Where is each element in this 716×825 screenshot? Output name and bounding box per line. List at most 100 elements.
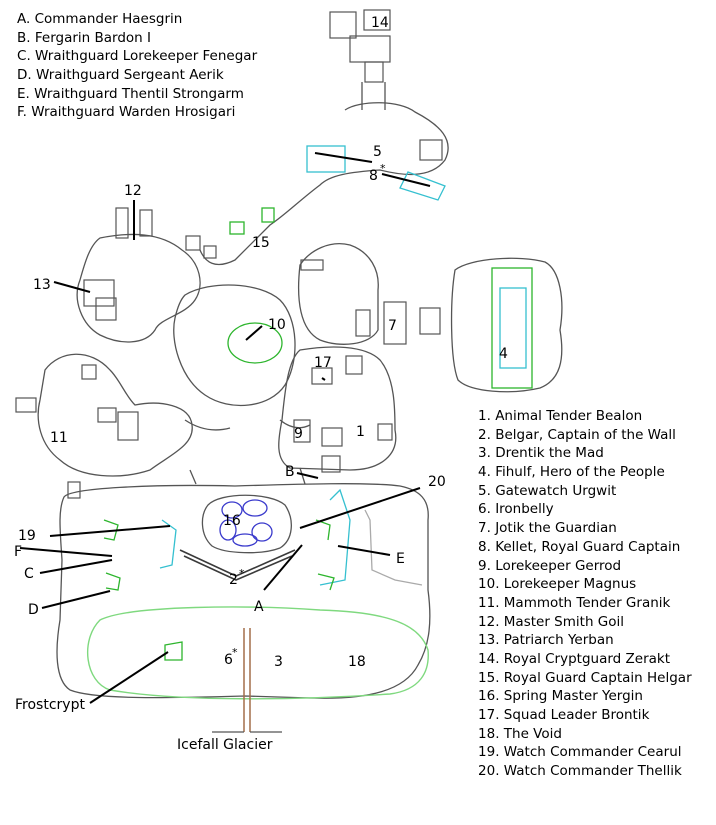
- east-hall-outline: [450, 257, 563, 393]
- map-label-2-star: *: [239, 567, 245, 580]
- legend-key: D: [17, 67, 28, 84]
- structure-15a: [261, 207, 275, 223]
- map-label-3: 3: [274, 654, 283, 670]
- legend-name: Wraithguard Thentil Strongarm: [34, 85, 244, 102]
- legend-entry: 19. Watch Commander Cearul: [478, 744, 682, 761]
- legend-entry: 2. Belgar, Captain of the Wall: [478, 426, 676, 443]
- legend-key: E: [17, 85, 26, 102]
- legend-key: 5: [478, 482, 487, 499]
- legend-key: 20: [478, 763, 496, 780]
- map-label-9: 9: [294, 426, 303, 442]
- legend-key: 17: [478, 707, 496, 723]
- legend-entry: 13. Patriarch Yerban: [478, 632, 614, 649]
- legend-entry: E. Wraithguard Thentil Strongarm: [17, 85, 244, 102]
- legend-name: The Void: [503, 725, 562, 742]
- map-label-D: D: [28, 602, 39, 618]
- legend-name: Royal Cryptguard Zerakt: [503, 650, 671, 667]
- map-label-11: 11: [50, 430, 68, 446]
- map-label-6-star: *: [232, 646, 238, 659]
- legend-entry: 17. Squad Leader Brontik: [478, 707, 650, 723]
- map-label-4: 4: [499, 346, 508, 362]
- legend-name: Watch Commander Cearul: [503, 744, 682, 761]
- legend-entry: A. Commander Haesgrin: [17, 11, 183, 27]
- legend-name: Wraithguard Lorekeeper Fenegar: [35, 48, 258, 65]
- legend-key: 1: [478, 408, 487, 424]
- map-label-C: C: [24, 566, 34, 582]
- map-label-19: 19: [18, 528, 36, 544]
- right-middle-cave-outline: [278, 346, 397, 471]
- map-label-8-star: *: [380, 162, 386, 175]
- legend-key: 18: [478, 725, 496, 742]
- legend-key: 3: [478, 445, 487, 462]
- gate-area-outline: [199, 102, 449, 266]
- legend-entry: 9. Lorekeeper Gerrod: [478, 557, 622, 574]
- legend-entry: 8. Kellet, Royal Guard Captain: [478, 538, 681, 555]
- pointer-lines: [19, 152, 431, 704]
- east-tunnel-outline: [297, 243, 379, 345]
- map-label-5: 5: [373, 144, 382, 160]
- structure-8a: [306, 145, 346, 173]
- west-wall-cyan: [159, 519, 177, 569]
- legend-key: 11: [478, 594, 496, 611]
- legend-entry: 18. The Void: [478, 725, 562, 742]
- legend-key: 13: [478, 632, 496, 649]
- map-label-B: B: [285, 464, 295, 480]
- map-label-14: 14: [371, 15, 389, 31]
- legend-key: A: [17, 11, 26, 27]
- legend-name: Patriarch Yerban: [503, 632, 614, 649]
- map-label-13: 13: [33, 277, 51, 293]
- legend-key: 12: [478, 613, 496, 630]
- center-oval-outline: [173, 284, 296, 407]
- legend-entry: B. Fergarin Bardon I: [17, 29, 152, 46]
- legend-name: Squad Leader Brontik: [503, 707, 650, 723]
- legend-entry: 20. Watch Commander Thellik: [478, 763, 682, 780]
- frostcrypt-entrance: [164, 641, 183, 661]
- legend-key: 7: [478, 520, 487, 537]
- legend-key: 15: [478, 669, 496, 686]
- letter-legend: A. Commander Haesgrin B. Fergarin Bardon …: [17, 10, 257, 122]
- legend-key: F: [17, 104, 23, 121]
- map-label-E: E: [396, 551, 405, 567]
- map-label-7: 7: [388, 318, 397, 334]
- map-label-20: 20: [428, 474, 446, 490]
- map-label-17: 17: [314, 355, 332, 371]
- legend-name: Commander Haesgrin: [34, 11, 183, 27]
- map-label-1: 1: [356, 424, 365, 440]
- legend-entry: 5. Gatewatch Urgwit: [478, 482, 617, 499]
- legend-name: Watch Commander Thellik: [503, 763, 682, 780]
- legend-key: 14: [478, 650, 496, 667]
- legend-name: Belgar, Captain of the Wall: [495, 426, 676, 443]
- legend-entry: 11. Mammoth Tender Granik: [478, 594, 671, 611]
- legend-entry: D. Wraithguard Sergeant Aerik: [17, 67, 224, 84]
- map-label-16: 16: [223, 513, 241, 529]
- east-wall-cyan: [319, 488, 351, 586]
- legend-name: Wraithguard Sergeant Aerik: [36, 67, 224, 84]
- east-wall-green: [315, 519, 335, 591]
- tunnel-to-crypt-outline: [361, 82, 386, 110]
- legend-name: Jotik the Guardian: [495, 520, 617, 537]
- legend-name: Wraithguard Warden Hrosigari: [31, 104, 236, 121]
- legend-entry: 6. Ironbelly: [478, 501, 554, 518]
- map-label-18: 18: [348, 654, 366, 670]
- map-label-frostcrypt: Frostcrypt: [15, 697, 85, 713]
- map-label-F: F: [14, 544, 22, 560]
- legend-name: Lorekeeper Magnus: [503, 576, 637, 593]
- legend-entry: 4. Fihulf, Hero of the People: [478, 464, 665, 481]
- legend-key: 9: [478, 557, 487, 574]
- glacier-path: [243, 628, 251, 732]
- legend-key: 4: [478, 464, 487, 481]
- structure-8b: [399, 171, 446, 201]
- legend-key: 19: [478, 744, 496, 761]
- legend-key: 8: [478, 538, 487, 555]
- east-walkway: [364, 509, 423, 586]
- legend-entry: 3. Drentik the Mad: [478, 445, 604, 462]
- map-label-icefall-glacier: Icefall Glacier: [177, 737, 273, 753]
- map-label-A: A: [254, 599, 264, 615]
- central-corridor-outline: [184, 419, 311, 485]
- area-10-arena: [227, 322, 283, 364]
- legend-key: B: [17, 29, 27, 46]
- west-wall-green: [103, 519, 121, 591]
- legend-key: C: [17, 48, 27, 65]
- legend-entry: 7. Jotik the Guardian: [478, 520, 617, 537]
- spring-pools: [219, 499, 273, 547]
